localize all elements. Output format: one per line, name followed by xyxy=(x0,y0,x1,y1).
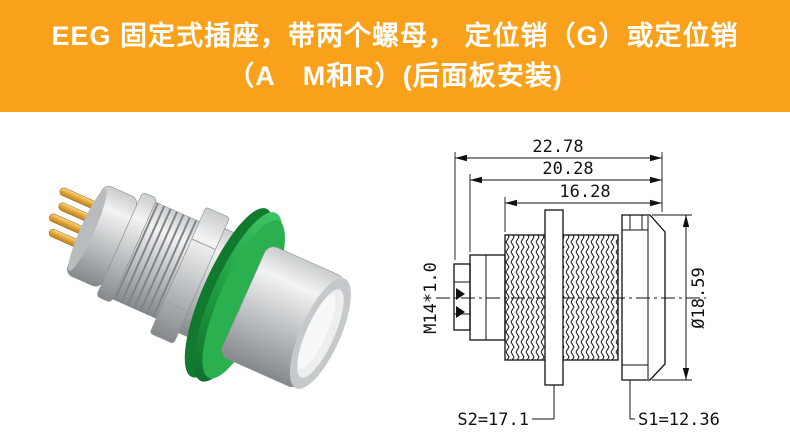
connector-rear-body xyxy=(67,186,157,302)
contact-arrow xyxy=(456,306,465,318)
s1-dimension-label: S1=12.36 xyxy=(638,410,720,430)
panel-nut-plate xyxy=(544,209,564,386)
dim-label-mid: 20.28 xyxy=(542,159,593,179)
connector-3d-render xyxy=(0,112,390,442)
diameter-label: Ø18.59 xyxy=(689,267,709,328)
connector-body-group xyxy=(48,186,351,389)
connector-3d-svg xyxy=(48,186,351,389)
technical-drawing-svg: 22.78 20.28 16.28 M14*1.0 Ø18.59 S2=17.1… xyxy=(421,137,720,430)
header-line-2: （A M和R）(后面板安装) xyxy=(227,61,563,91)
dim-label-inner: 16.28 xyxy=(559,182,610,202)
header-line-1: EEG 固定式插座，带两个螺母， 定位销（G）或定位销 xyxy=(51,20,739,51)
thread-size-label: M14*1.0 xyxy=(421,262,441,334)
extension-lines xyxy=(454,152,692,381)
front-shell-profile xyxy=(621,214,666,381)
contact-arrow xyxy=(456,288,465,300)
technical-drawing: 22.78 20.28 16.28 M14*1.0 Ø18.59 S2=17.1… xyxy=(390,112,790,442)
leader-lines xyxy=(532,380,635,420)
connector-pins xyxy=(48,187,98,248)
dim-label-overall: 22.78 xyxy=(532,137,583,157)
s2-dimension-label: S2=17.1 xyxy=(457,410,529,430)
content: 22.78 20.28 16.28 M14*1.0 Ø18.59 S2=17.1… xyxy=(0,112,790,442)
connector-front-shell xyxy=(221,246,351,389)
header-banner: EEG 固定式插座，带两个螺母， 定位销（G）或定位销 （A M和R）(后面板安… xyxy=(0,0,790,112)
dimension-lines xyxy=(455,154,690,380)
